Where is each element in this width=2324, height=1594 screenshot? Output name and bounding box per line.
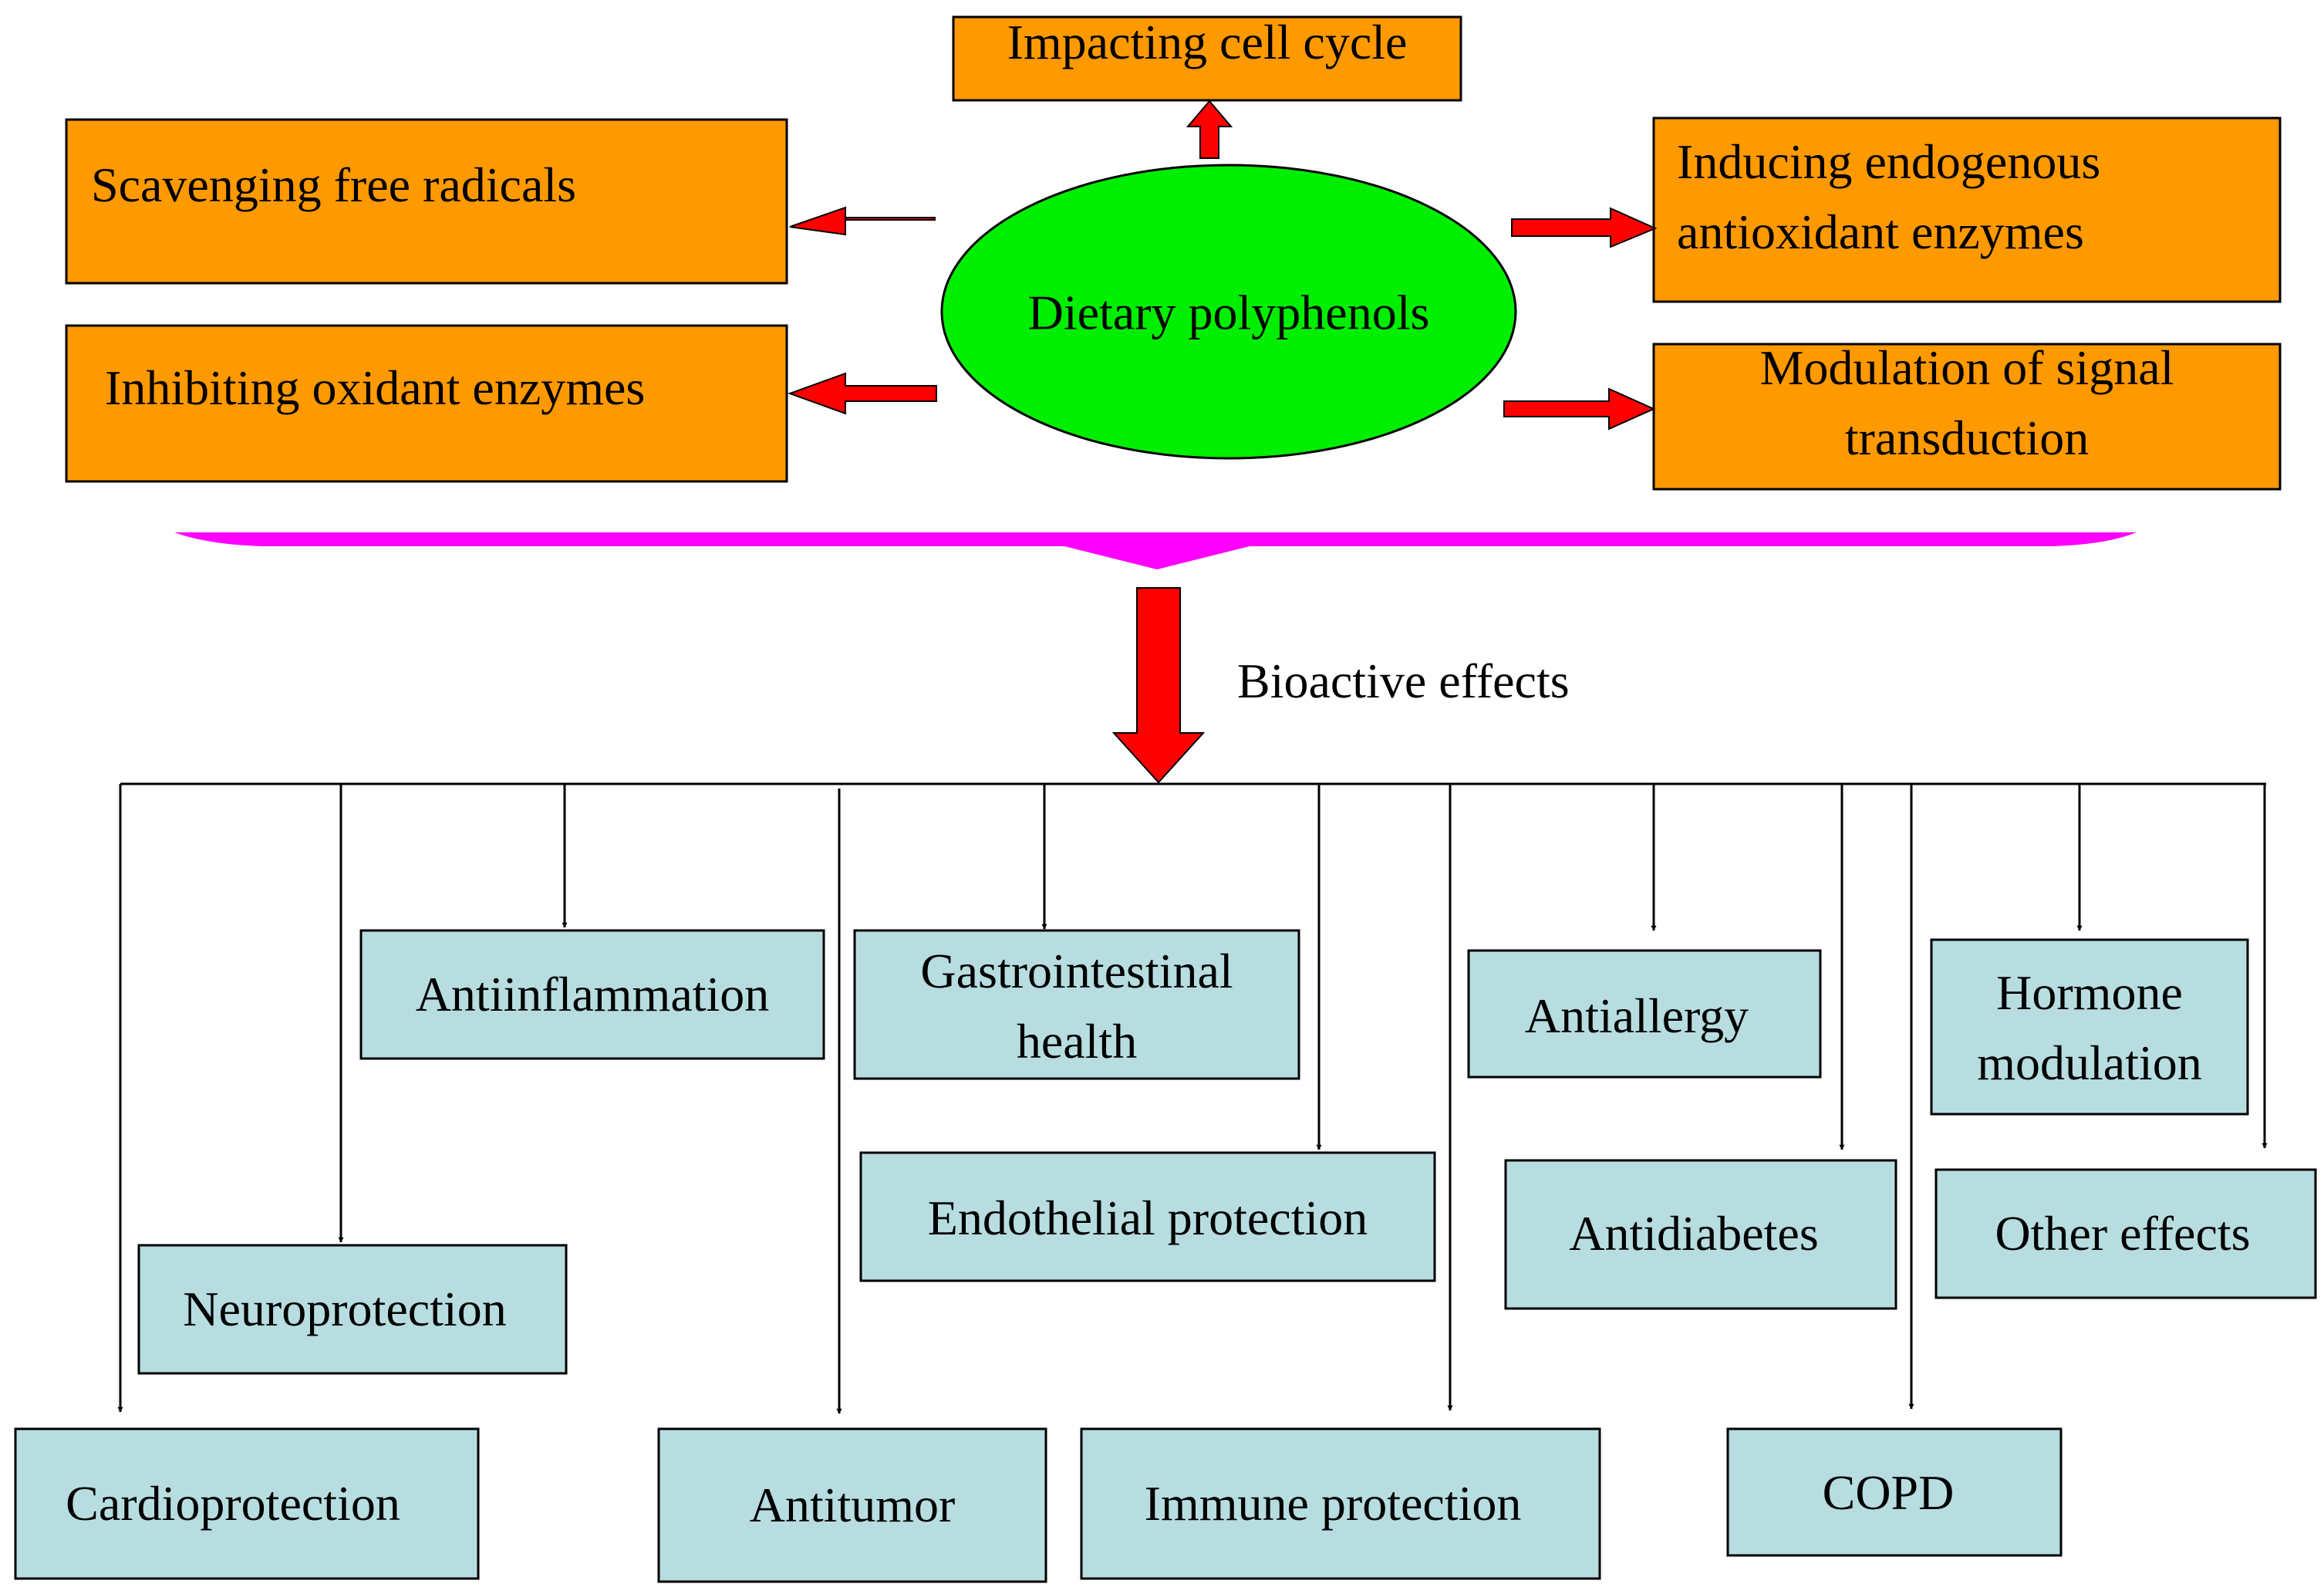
copd-text: COPD [1823,1465,1955,1520]
gastrointestinal-box: Gastrointestinal health [853,929,1300,1080]
neuroprotection-box: Neuroprotection [137,1244,568,1375]
gastrointestinal-text-line-1: Gastrointestinal [920,944,1233,998]
cell-cycle-text-line-1: Impacting cell cycle [1007,15,1408,69]
inducing-box: Inducing endogenous antioxidant enzymes [1652,117,2282,303]
antiallergy-text-line-1: Antiallergy [1525,988,1749,1043]
immune-text-line-1: Immune protection [1145,1476,1522,1531]
arrow-to-cell-cycle [1186,100,1233,159]
other-effects-text: Other effects [1995,1206,2250,1261]
hormone-text-line-1: Hormone [1996,965,2183,1020]
scavenging-box: Scavenging free radicals [65,118,788,285]
endothelial-text: Endothelial protection [928,1190,1368,1245]
modulation-text-line-2: transduction [1845,410,2089,465]
immune-text: Immune protection [1145,1476,1522,1531]
cardioprotection-text-line-1: Cardioprotection [66,1476,400,1531]
connector-arrows [117,784,2268,1414]
antiinflammation-text: Antiinflammation [416,967,770,1022]
antitumor-text: Antitumor [750,1477,956,1532]
cell-cycle-box: Impacting cell cycle [952,15,1462,102]
gastrointestinal-text: Gastrointestinal health [920,944,1233,1069]
antitumor-text-line-1: Antitumor [750,1477,956,1532]
copd-box: COPD [1726,1427,2063,1557]
antidiabetes-text-line-1: Antidiabetes [1569,1206,1818,1261]
arrow-to-inhibiting [788,372,937,415]
modulation-text-line-1: Modulation of signal [1760,340,2174,395]
modulation-text: Modulation of signal transduction [1760,340,2174,465]
inducing-text: Inducing endogenous antioxidant enzymes [1677,134,2100,259]
hormone-text-line-2: modulation [1977,1035,2202,1090]
center-label: Dietary polyphenols [1028,285,1430,340]
arrow-to-scavenging [789,206,936,236]
antiallergy-box: Antiallergy [1467,949,1822,1079]
other-effects-box: Other effects [1934,1168,2317,1299]
endothelial-text-line-1: Endothelial protection [928,1190,1368,1245]
cardioprotection-box: Cardioprotection [14,1427,480,1580]
hormone-box: Hormone modulation [1930,938,2249,1116]
copd-text-line-1: COPD [1823,1465,1955,1520]
cell-cycle-text: Impacting cell cycle [1007,15,1408,69]
neuroprotection-text-line-1: Neuroprotection [183,1282,506,1336]
endothelial-box: Endothelial protection [859,1151,1436,1282]
antidiabetes-box: Antidiabetes [1504,1159,1897,1310]
scavenging-text-line-1: Scavenging free radicals [91,157,576,212]
inducing-text-line-1: Inducing endogenous [1677,134,2100,189]
arrow-to-modulation [1503,387,1656,431]
scavenging-text: Scavenging free radicals [91,157,576,212]
antiallergy-text: Antiallergy [1525,988,1749,1043]
immune-box: Immune protection [1080,1427,1601,1580]
antiinflammation-box: Antiinflammation [359,929,825,1060]
neuroprotection-text: Neuroprotection [183,1282,506,1336]
antitumor-box: Antitumor [657,1427,1047,1583]
bioactive-label: Bioactive effects [1237,653,1570,708]
inducing-text-line-2: antioxidant enzymes [1677,204,2084,259]
antidiabetes-text: Antidiabetes [1569,1206,1818,1261]
cardioprotection-text: Cardioprotection [66,1476,400,1531]
hormone-text: Hormone modulation [1977,965,2202,1090]
bioactive-down-arrow [1111,587,1206,784]
inhibiting-text-line-1: Inhibiting oxidant enzymes [105,360,645,415]
modulation-box: Modulation of signal transduction [1652,340,2282,491]
inhibiting-text: Inhibiting oxidant enzymes [105,360,645,415]
antiinflammation-text-line-1: Antiinflammation [416,967,770,1022]
effects-bracket [174,532,2137,569]
arrow-to-inducing [1511,207,1658,248]
dietary-polyphenols-node: Dietary polyphenols [940,164,1517,460]
inhibiting-box: Inhibiting oxidant enzymes [65,324,788,483]
gastrointestinal-text-line-2: health [1017,1014,1137,1069]
other-effects-text-line-1: Other effects [1995,1206,2250,1261]
